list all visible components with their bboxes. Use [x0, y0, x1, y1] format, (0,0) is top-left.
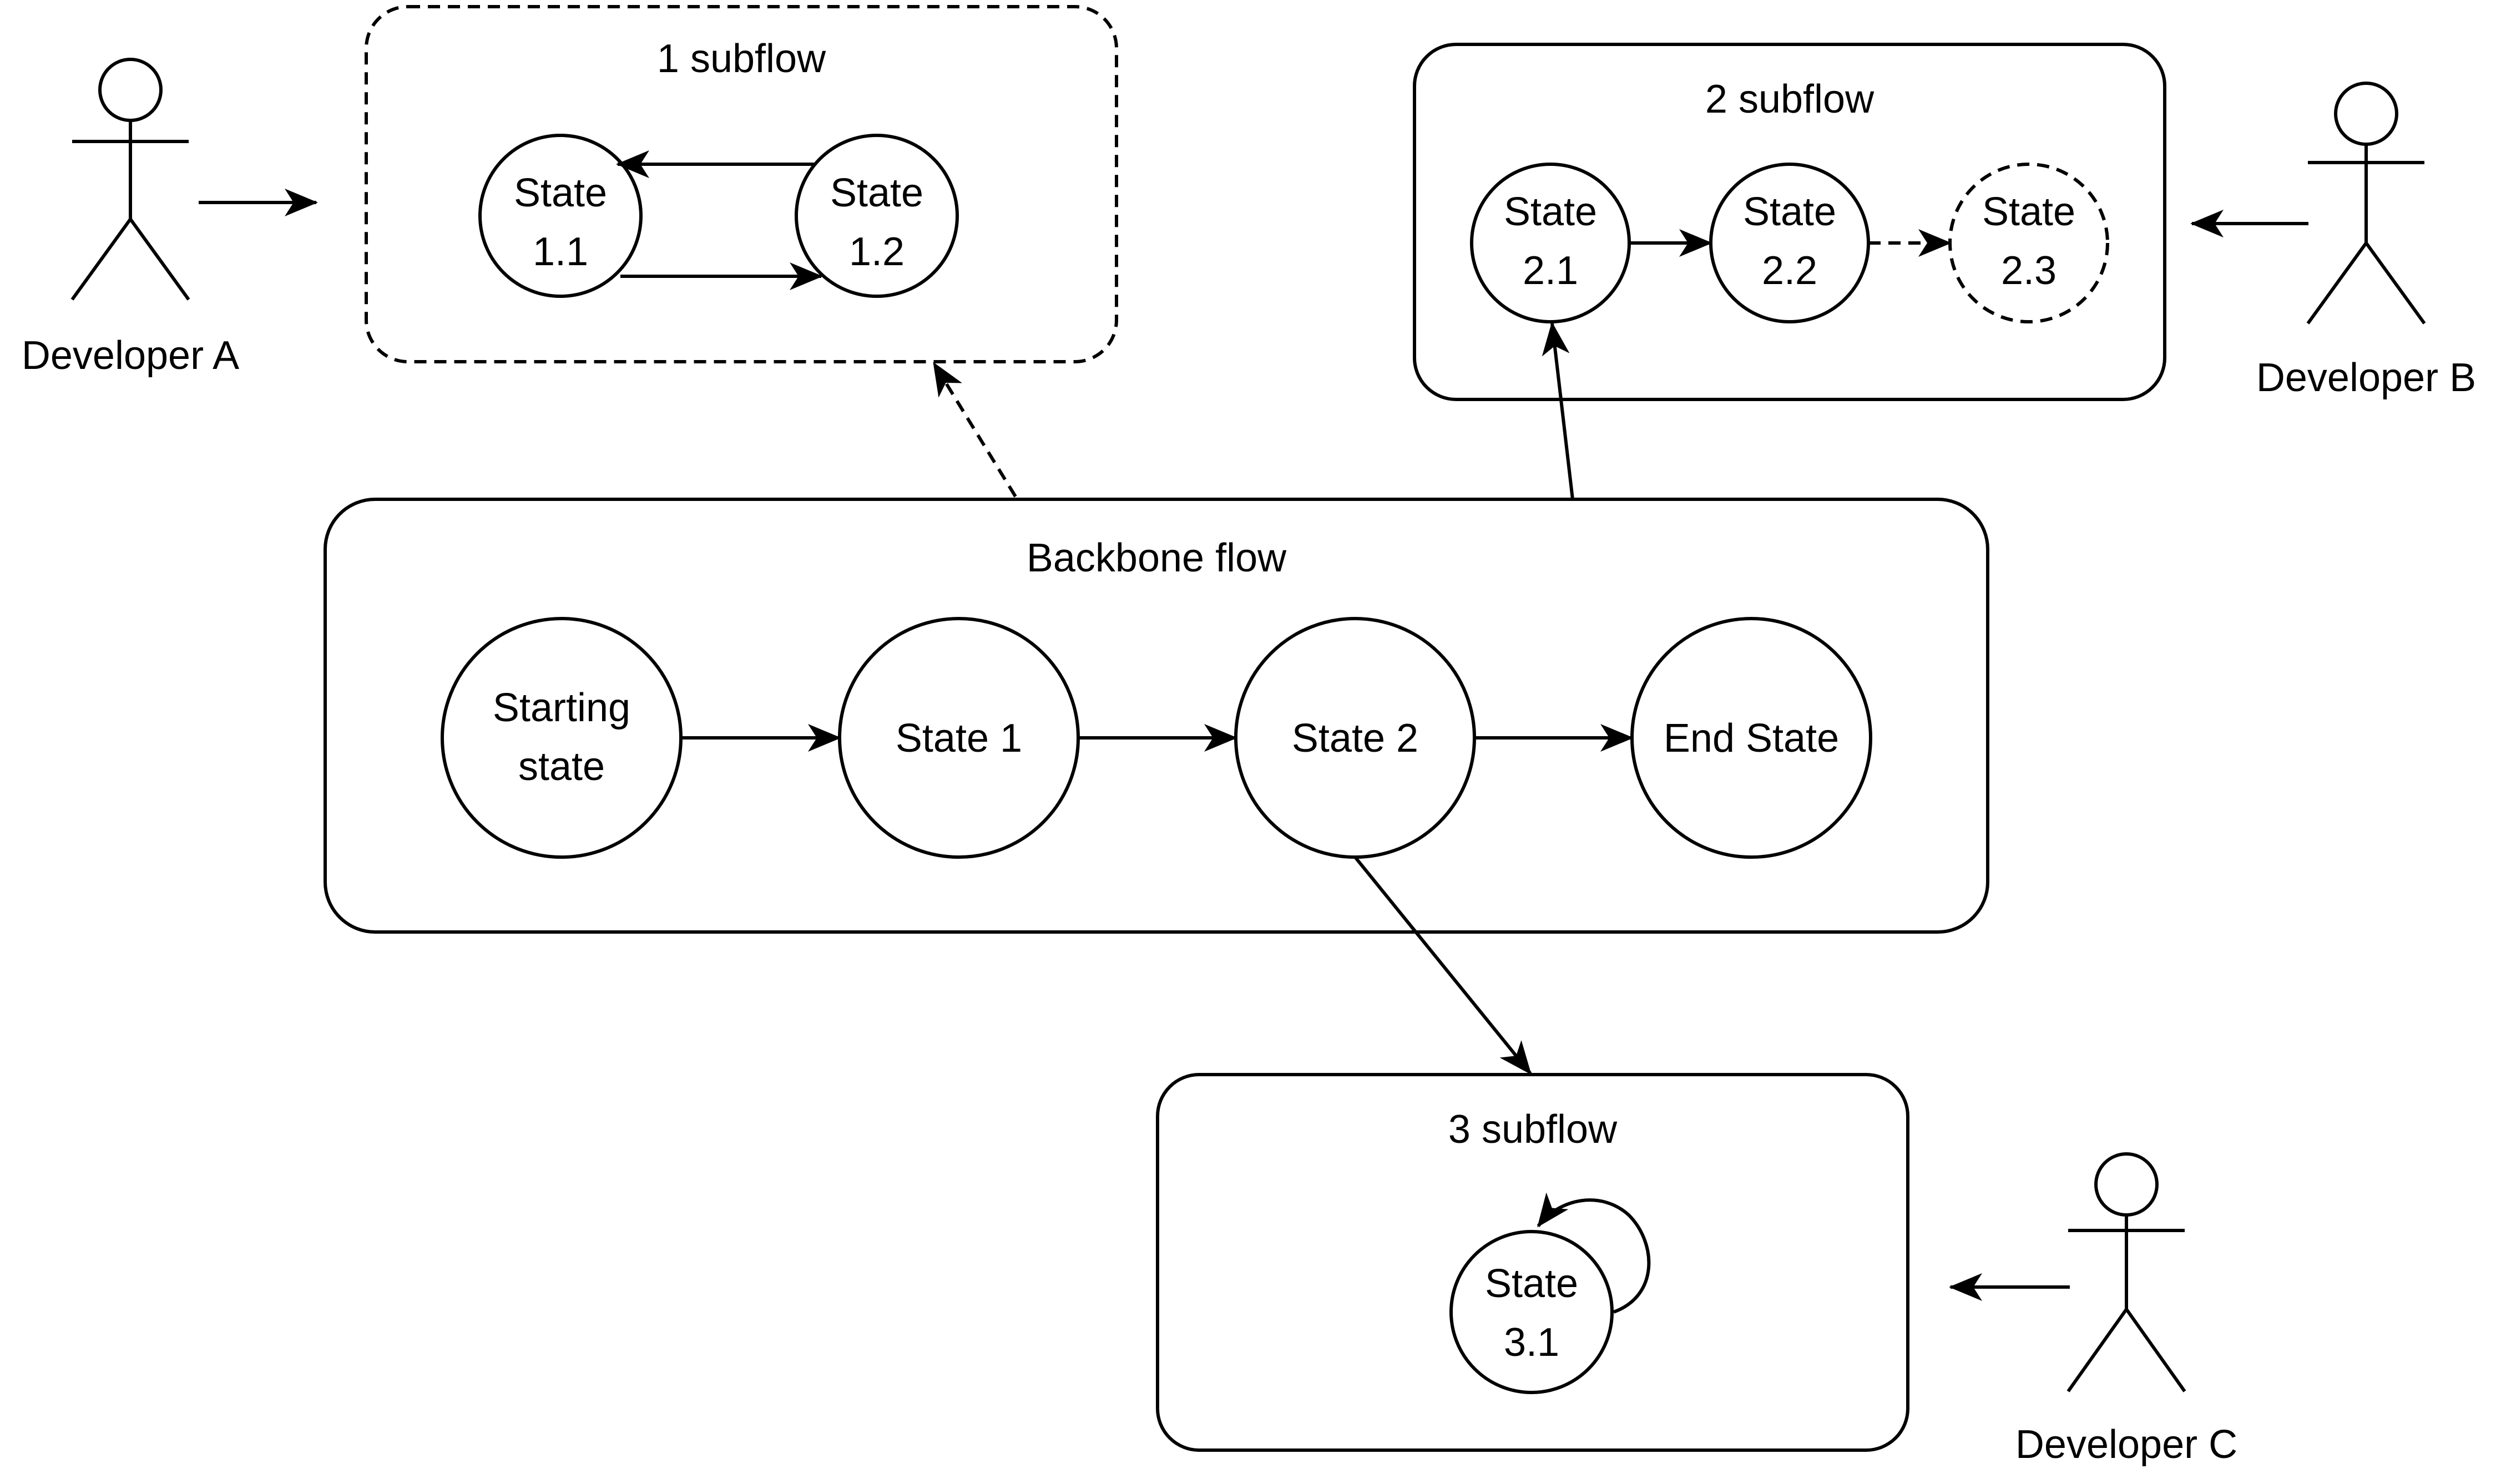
- developer-a-actor: Developer A: [22, 58, 239, 378]
- state-3-1-label-line2: 3.1: [1504, 1320, 1559, 1365]
- state-1-2-circle: [795, 134, 959, 298]
- state-end: End State: [1630, 617, 1872, 859]
- state-starting: Starting state: [441, 617, 683, 859]
- subflow-2: 2 subflow: [1413, 43, 2166, 401]
- arrow-state-3-1-self-loop: [1537, 1192, 1651, 1314]
- state-2-3: State 2.3: [1948, 163, 2109, 323]
- state-2: State 2: [1234, 617, 1476, 859]
- subflow-3-title: 3 subflow: [1448, 1107, 1618, 1152]
- subflow-1-box: [365, 5, 1118, 363]
- state-2-1-circle: [1470, 163, 1631, 323]
- state-2-2-circle: [1709, 163, 1870, 323]
- state-1-1: State 1.1: [478, 134, 643, 298]
- state-3-1-label-line1: State: [1485, 1262, 1578, 1306]
- arrow-backbone-to-subflow-1: [932, 362, 1017, 498]
- backbone-flow-title: Backbone flow: [1027, 536, 1287, 580]
- state-starting-circle: [441, 617, 683, 859]
- subflow-3: 3 subflow: [1156, 1073, 1909, 1452]
- state-1-1-label-line1: State: [514, 171, 607, 215]
- subflow-1-title: 1 subflow: [657, 37, 826, 81]
- state-2-label: State 2: [1292, 716, 1418, 761]
- state-starting-label-line1: Starting: [493, 686, 630, 730]
- subflow-2-box: [1413, 43, 2166, 401]
- state-1-1-label-line2: 1.1: [533, 230, 588, 274]
- backbone-flow-box: [324, 498, 1989, 934]
- state-1-1-circle: [478, 134, 643, 298]
- state-1-label: State 1: [896, 716, 1022, 761]
- backbone-flow: Backbone flow: [324, 498, 1989, 934]
- state-2-3-label-line1: State: [1982, 190, 2075, 234]
- state-3-1-circle: [1449, 1230, 1614, 1394]
- subflow-1: 1 subflow: [365, 5, 1118, 363]
- state-starting-label-line2: state: [518, 744, 605, 789]
- subflow-3-box: [1156, 1073, 1909, 1452]
- stick-figure-icon: [2066, 1152, 2186, 1392]
- state-end-label: End State: [1664, 716, 1839, 761]
- state-2-1-label-line2: 2.1: [1523, 249, 1578, 293]
- developer-c-actor: Developer C: [2015, 1152, 2237, 1467]
- state-2-1-label-line1: State: [1504, 190, 1597, 234]
- developer-c-label: Developer C: [2015, 1422, 2237, 1467]
- state-2-2-label-line1: State: [1743, 190, 1836, 234]
- arrow-backbone-to-state-2-1: [1542, 322, 1574, 500]
- state-2-2-label-line2: 2.2: [1762, 249, 1817, 293]
- state-1: State 1: [838, 617, 1080, 859]
- subflow-2-title: 2 subflow: [1705, 77, 1874, 121]
- state-1-2-label-line2: 1.2: [849, 230, 905, 274]
- developer-a-label: Developer A: [22, 333, 239, 378]
- stick-figure-icon: [70, 58, 190, 301]
- stick-figure-icon: [2306, 82, 2426, 325]
- developer-b-label: Developer B: [2256, 356, 2476, 400]
- state-2-2: State 2.2: [1709, 163, 1870, 323]
- developer-b-actor: Developer B: [2256, 82, 2476, 400]
- state-2-3-label-line2: 2.3: [2001, 249, 2057, 293]
- state-1-2-label-line1: State: [830, 171, 923, 215]
- state-2-1: State 2.1: [1470, 163, 1631, 323]
- state-1-2: State 1.2: [795, 134, 959, 298]
- arrow-state-2-to-subflow-3: [1353, 856, 1532, 1075]
- state-3-1: State 3.1: [1449, 1230, 1614, 1394]
- state-2-3-circle: [1948, 163, 2109, 323]
